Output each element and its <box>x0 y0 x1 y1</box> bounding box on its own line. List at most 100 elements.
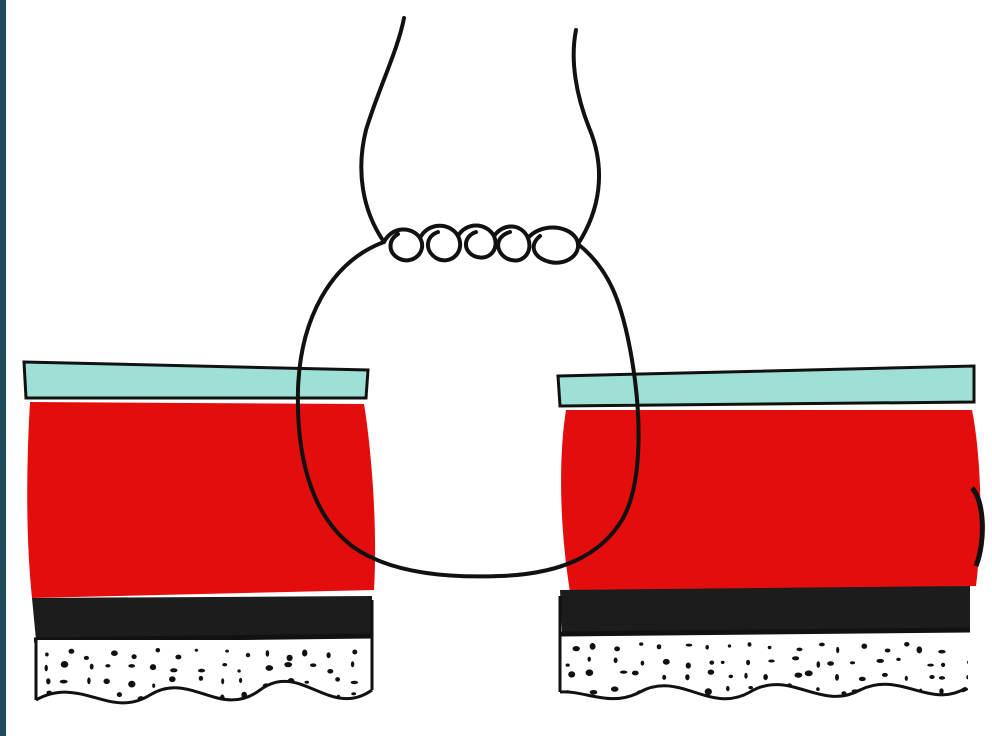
fat-stipple-dot <box>708 670 715 675</box>
fat-stipple-dot <box>728 644 731 647</box>
fat-stipple-dot <box>588 657 591 662</box>
fat-stipple-dot <box>938 650 945 654</box>
fat-stipple-dot <box>199 676 203 681</box>
fat-stipple-dot <box>748 686 753 689</box>
left-tissue-flap <box>24 362 380 720</box>
fat-stipple-dot <box>744 673 747 679</box>
fat-stipple-dot <box>69 649 75 654</box>
left-dense-layer <box>32 596 372 640</box>
fat-stipple-dot <box>795 673 803 678</box>
fat-stipple-dot <box>726 686 730 691</box>
fat-stipple-dot <box>850 661 855 664</box>
fat-stipple-dot <box>327 652 331 658</box>
fat-stipple-dot <box>632 671 639 676</box>
fat-stipple-dot <box>104 679 110 685</box>
right-muscle-layer <box>561 410 980 592</box>
fat-stipple-dot <box>351 681 359 684</box>
fat-stipple-dot <box>351 692 356 695</box>
fat-stipple-dot <box>45 665 48 672</box>
fat-stipple-dot <box>84 656 89 660</box>
fat-stipple-dot <box>817 661 821 668</box>
fat-stipple-dot <box>917 646 923 653</box>
fat-stipple-dot <box>284 662 292 667</box>
fat-stipple-dot <box>285 693 292 699</box>
fat-stipple-dot <box>614 658 618 664</box>
fat-stipple-dot <box>175 655 181 660</box>
fat-stipple-dot <box>819 643 825 647</box>
fat-stipple-dot <box>586 669 594 676</box>
fat-stipple-dot <box>266 650 270 657</box>
fat-stipple-dot <box>128 664 135 668</box>
fat-stipple-dot <box>765 691 772 695</box>
fat-stipple-dot <box>611 686 619 691</box>
fat-stipple-dot <box>351 661 354 667</box>
fat-stipple-dot <box>662 675 666 680</box>
fat-stipple-dot <box>941 663 945 667</box>
fat-stipple-dot <box>967 659 974 665</box>
right-epidermis-layer <box>558 366 974 406</box>
fat-stipple-dot <box>60 680 68 684</box>
fat-stipple-dot <box>659 690 663 696</box>
fat-stipple-dot <box>61 661 69 668</box>
fat-stipple-dot <box>264 694 271 701</box>
fat-stipple-dot <box>157 692 160 699</box>
fat-stipple-dot <box>929 675 934 679</box>
fat-stipple-dot <box>885 649 891 653</box>
surgical-knot <box>384 226 578 263</box>
fat-stipple-dot <box>352 650 357 655</box>
fat-stipple-dot <box>709 661 714 665</box>
fat-stipple-dot <box>686 644 693 647</box>
fat-stipple-dot <box>566 664 570 667</box>
fat-stipple-dot <box>927 664 934 667</box>
fat-stipple-dot <box>882 673 888 677</box>
fat-stipple-dot <box>45 653 49 657</box>
fat-stipple-dot <box>705 645 709 650</box>
fat-stipple-dot <box>305 681 310 684</box>
fat-stipple-dot <box>886 692 890 696</box>
fat-stipple-dot <box>768 660 775 663</box>
fat-stipple-dot <box>805 670 813 676</box>
right-fat-layer <box>556 632 976 722</box>
fat-stipple-dot <box>170 668 177 672</box>
right-tissue-flap <box>556 366 982 722</box>
fat-stipple-dot <box>721 661 725 664</box>
fat-stipple-dot <box>222 663 227 666</box>
fat-stipple-dot <box>862 644 868 649</box>
fat-stipple-dot <box>150 664 156 670</box>
fat-stipple-dot <box>169 676 176 682</box>
fat-stipple-dot <box>246 653 250 657</box>
fat-stipple-dot <box>827 661 834 666</box>
fat-stipple-dot <box>620 671 627 674</box>
fat-stipple-dot <box>132 654 137 659</box>
fat-stipple-dot <box>266 665 274 671</box>
fat-stipple-dot <box>663 659 670 665</box>
fat-stipple-dot <box>573 646 580 651</box>
suture-end-right <box>574 30 599 244</box>
fat-stipple-dot <box>971 650 974 654</box>
fat-stipple-dot <box>225 650 229 653</box>
fat-stipple-dot <box>65 694 71 698</box>
fat-stipple-dot <box>675 691 679 694</box>
fat-stipple-dot <box>590 690 598 695</box>
suture-end-left <box>361 18 404 242</box>
fat-stipple-dot <box>836 647 839 653</box>
fat-stipple-dot <box>568 671 575 677</box>
fat-stipple-dot <box>287 655 293 661</box>
fat-stipple-dot <box>905 676 908 681</box>
fat-stipple-dot <box>156 648 161 652</box>
fat-stipple-dot <box>152 684 155 688</box>
fat-stipple-dot <box>904 642 909 647</box>
fat-stipple-dot <box>816 687 820 691</box>
fat-stipple-dot <box>876 659 884 663</box>
fat-stipple-dot <box>195 649 198 652</box>
fat-stipple-dot <box>590 643 596 650</box>
fat-stipple-dot <box>179 696 183 702</box>
fat-stipple-dot <box>966 675 971 680</box>
fat-stipple-dot <box>657 644 662 649</box>
fat-stipple-dot <box>117 692 122 697</box>
fat-stipple-dot <box>90 664 94 670</box>
fat-stipple-dot <box>835 674 839 681</box>
fat-stipple-dot <box>641 661 645 666</box>
fat-stipple-dot <box>46 678 50 684</box>
fat-stipple-dot <box>128 681 135 688</box>
